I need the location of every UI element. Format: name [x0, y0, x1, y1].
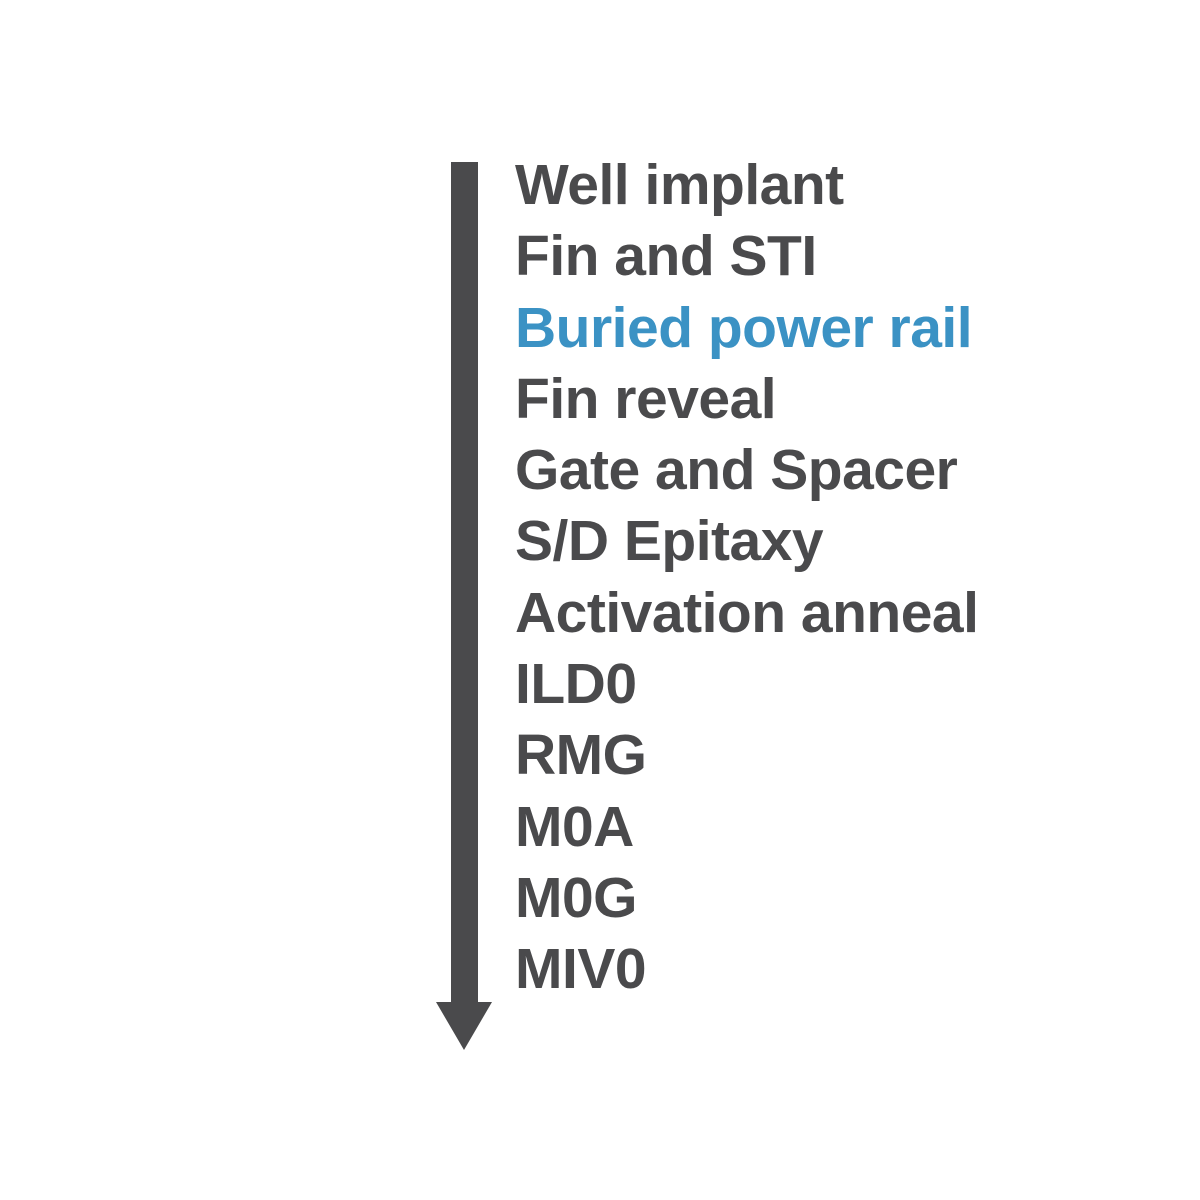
process-step: MIV0 [515, 937, 647, 1002]
down-arrow-head-icon [436, 1002, 492, 1050]
process-step: Gate and Spacer [515, 438, 958, 503]
process-step: S/D Epitaxy [515, 509, 824, 574]
process-step: Fin reveal [515, 366, 777, 431]
process-step: M0A [515, 794, 634, 859]
process-step: Well implant [515, 153, 844, 217]
process-step: RMG [515, 723, 647, 788]
process-step: Fin and STI [515, 224, 817, 289]
down-arrow-icon [451, 162, 478, 1002]
process-step: ILD0 [515, 652, 637, 717]
process-step: Activation anneal [515, 580, 979, 645]
process-step: Buried power rail [515, 295, 973, 360]
process-step: M0G [515, 865, 638, 930]
